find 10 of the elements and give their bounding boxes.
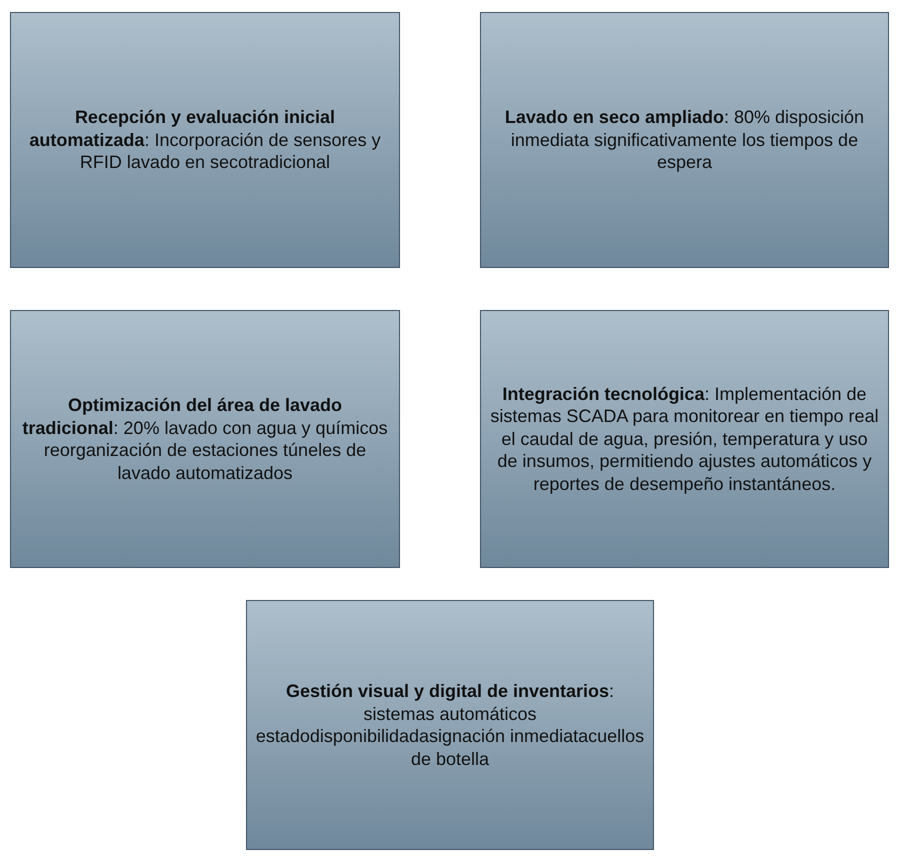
box-text: Integración tecnológica: Implementación de sistemas SCADA para monitorear en tiempo real el caudal de agua, presión, temperatura y uso de insumos, permitiendo ajustes automáticos y reportes de desempeño instantáneos.	[489, 382, 880, 496]
process-box	[480, 310, 889, 568]
box-text: Gestión visual y digital de inventarios: sistemas automáticos estadodisponibilidadasignación inmediatacuellos de botella	[255, 680, 645, 770]
box-text: Recepción y evaluación inicial automatizada: Incorporación de sensores y RFID lavado en secotradicional	[28, 106, 382, 174]
process-box	[10, 12, 400, 268]
process-box	[246, 600, 654, 850]
box-text: Optimización del área de lavado tradicional: 20% lavado con agua y químicos reorganización de estaciones túneles de lavado automatizados	[21, 394, 389, 484]
process-box	[10, 310, 400, 568]
box-text: Lavado en seco ampliado: 80% disposición inmediata significativamente los tiempos de espera	[504, 106, 866, 174]
process-box	[480, 12, 889, 268]
